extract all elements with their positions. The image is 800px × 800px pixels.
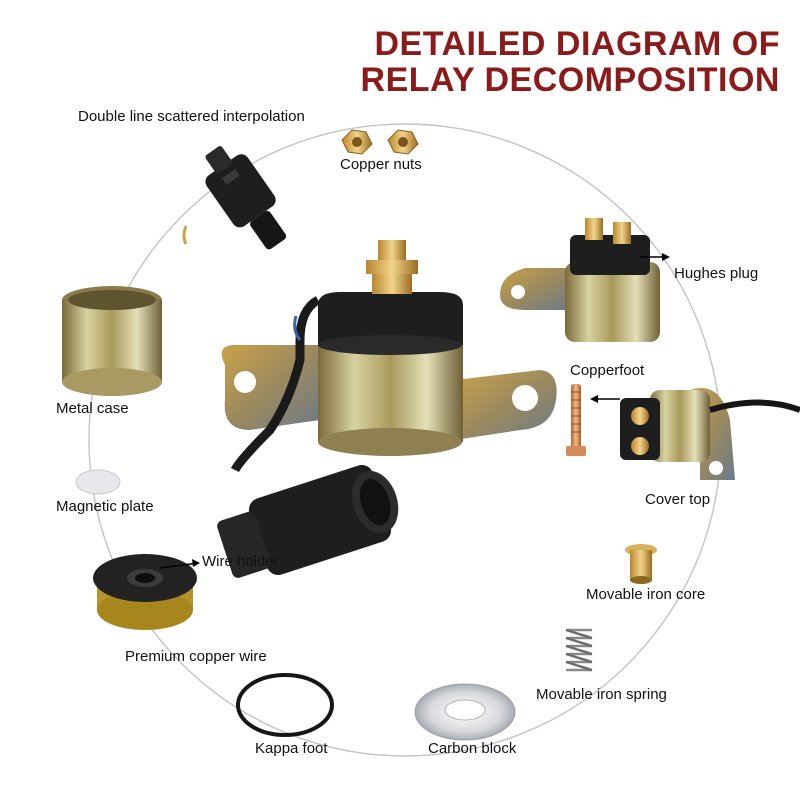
diagram-title: DETAILED DIAGRAM OF RELAY DECOMPOSITION bbox=[361, 26, 780, 98]
carbon-block bbox=[414, 683, 516, 741]
label-hughes-plug: Hughes plug bbox=[674, 265, 759, 282]
copper-nuts bbox=[341, 129, 419, 155]
label-magnetic-plate: Magnetic plate bbox=[56, 498, 154, 515]
copper-wire-spool bbox=[93, 554, 197, 630]
title-line-1: DETAILED DIAGRAM OF bbox=[374, 25, 780, 63]
label-wire-holder: Wire holder bbox=[202, 553, 279, 570]
kappa-foot bbox=[236, 673, 334, 737]
label-copperfoot: Copperfoot bbox=[570, 362, 645, 379]
label-cover-top: Cover top bbox=[645, 491, 711, 508]
double-line-connector bbox=[205, 146, 287, 250]
label-metal-case: Metal case bbox=[56, 400, 129, 417]
iron-spring bbox=[565, 628, 593, 672]
label-movable-iron-spring: Movable iron spring bbox=[536, 686, 667, 703]
label-copper-nuts: Copper nuts bbox=[340, 156, 422, 173]
label-premium-copper-wire: Premium copper wire bbox=[125, 648, 267, 665]
label-kappa-foot: Kappa foot bbox=[255, 740, 328, 757]
title-line-2: RELAY DECOMPOSITION bbox=[360, 61, 780, 99]
top-right-relay bbox=[500, 218, 660, 342]
wire-holder-arrow bbox=[159, 562, 199, 569]
iron-core bbox=[625, 544, 657, 584]
label-double-line-interpolation: Double line scattered interpolation bbox=[78, 108, 305, 125]
main-relay bbox=[217, 240, 557, 578]
copperfoot-screw bbox=[566, 384, 586, 456]
label-carbon-block: Carbon block bbox=[428, 740, 517, 757]
metal-case bbox=[62, 286, 162, 396]
magnetic-plate bbox=[75, 469, 121, 495]
cover-top-relay bbox=[620, 388, 800, 480]
label-movable-iron-core: Movable iron core bbox=[586, 586, 706, 603]
